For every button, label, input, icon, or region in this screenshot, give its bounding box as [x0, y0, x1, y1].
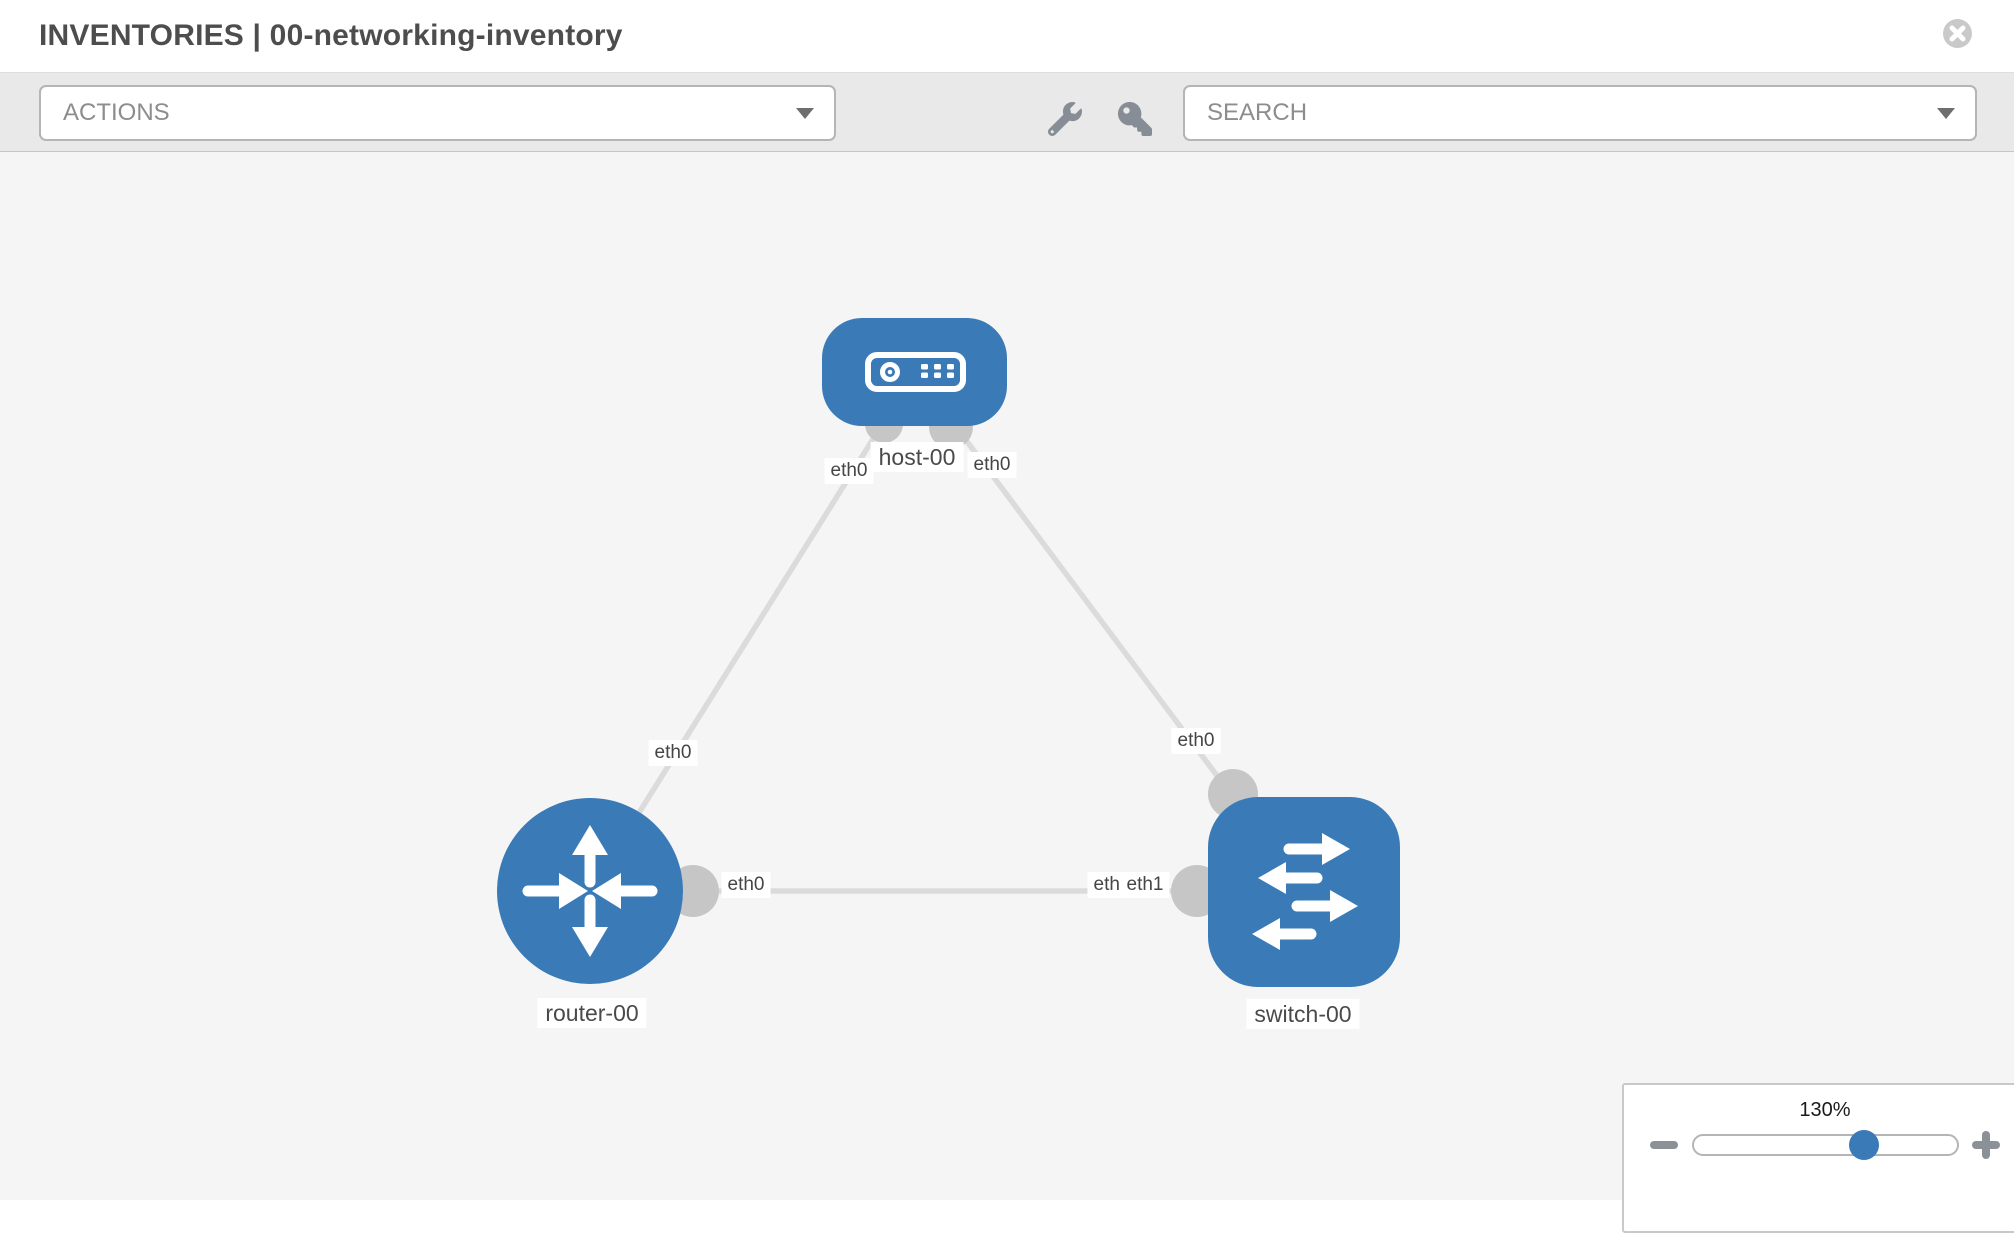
topology-canvas[interactable]: eth0 eth0 eth0 eth0 eth0 eth0 eth1 host-… — [0, 152, 2014, 1233]
chevron-down-icon — [1937, 108, 1955, 119]
zoom-level: 130% — [1799, 1099, 1851, 1121]
page-title: INVENTORIES | 00-networking-inventory — [39, 19, 623, 52]
switch-icon — [1252, 833, 1358, 950]
interface-label: eth0 — [967, 452, 1017, 478]
node-router-00[interactable] — [497, 798, 683, 984]
actions-dropdown[interactable]: ACTIONS — [39, 85, 836, 141]
interface-connectors — [667, 405, 1258, 917]
node-label-host: host-00 — [870, 442, 964, 473]
actions-dropdown-label: ACTIONS — [63, 99, 170, 126]
zoom-slider-thumb[interactable] — [1849, 1130, 1879, 1160]
key-icon[interactable] — [1118, 102, 1152, 136]
interface-label: eth0 — [824, 458, 874, 484]
router-icon — [522, 825, 658, 957]
interface-label: eth0 — [1171, 728, 1221, 754]
topology-svg — [497, 318, 1400, 987]
interface-label: eth0 — [721, 872, 771, 898]
zoom-control-panel: 130% — [1622, 1083, 2014, 1233]
chevron-down-icon — [796, 108, 814, 119]
node-switch-00[interactable] — [1208, 797, 1400, 987]
zoom-in-icon[interactable] — [1968, 1127, 2004, 1163]
close-icon[interactable] — [1942, 18, 1973, 49]
wrench-icon[interactable] — [1048, 102, 1082, 136]
search-dropdown-label: SEARCH — [1207, 99, 1308, 126]
toolbar: ACTIONS SEARCH — [0, 72, 2014, 153]
node-host-00[interactable] — [822, 318, 1007, 426]
host-icon — [865, 352, 966, 392]
interface-label: eth0 — [648, 740, 698, 766]
node-label-router: router-00 — [537, 998, 647, 1029]
header: INVENTORIES | 00-networking-inventory — [0, 0, 2014, 72]
interface-label: eth1 — [1120, 872, 1170, 898]
zoom-slider-track[interactable] — [1692, 1134, 1959, 1156]
zoom-out-icon[interactable] — [1650, 1141, 1678, 1149]
search-dropdown[interactable]: SEARCH — [1183, 85, 1977, 141]
node-label-switch: switch-00 — [1246, 999, 1360, 1030]
